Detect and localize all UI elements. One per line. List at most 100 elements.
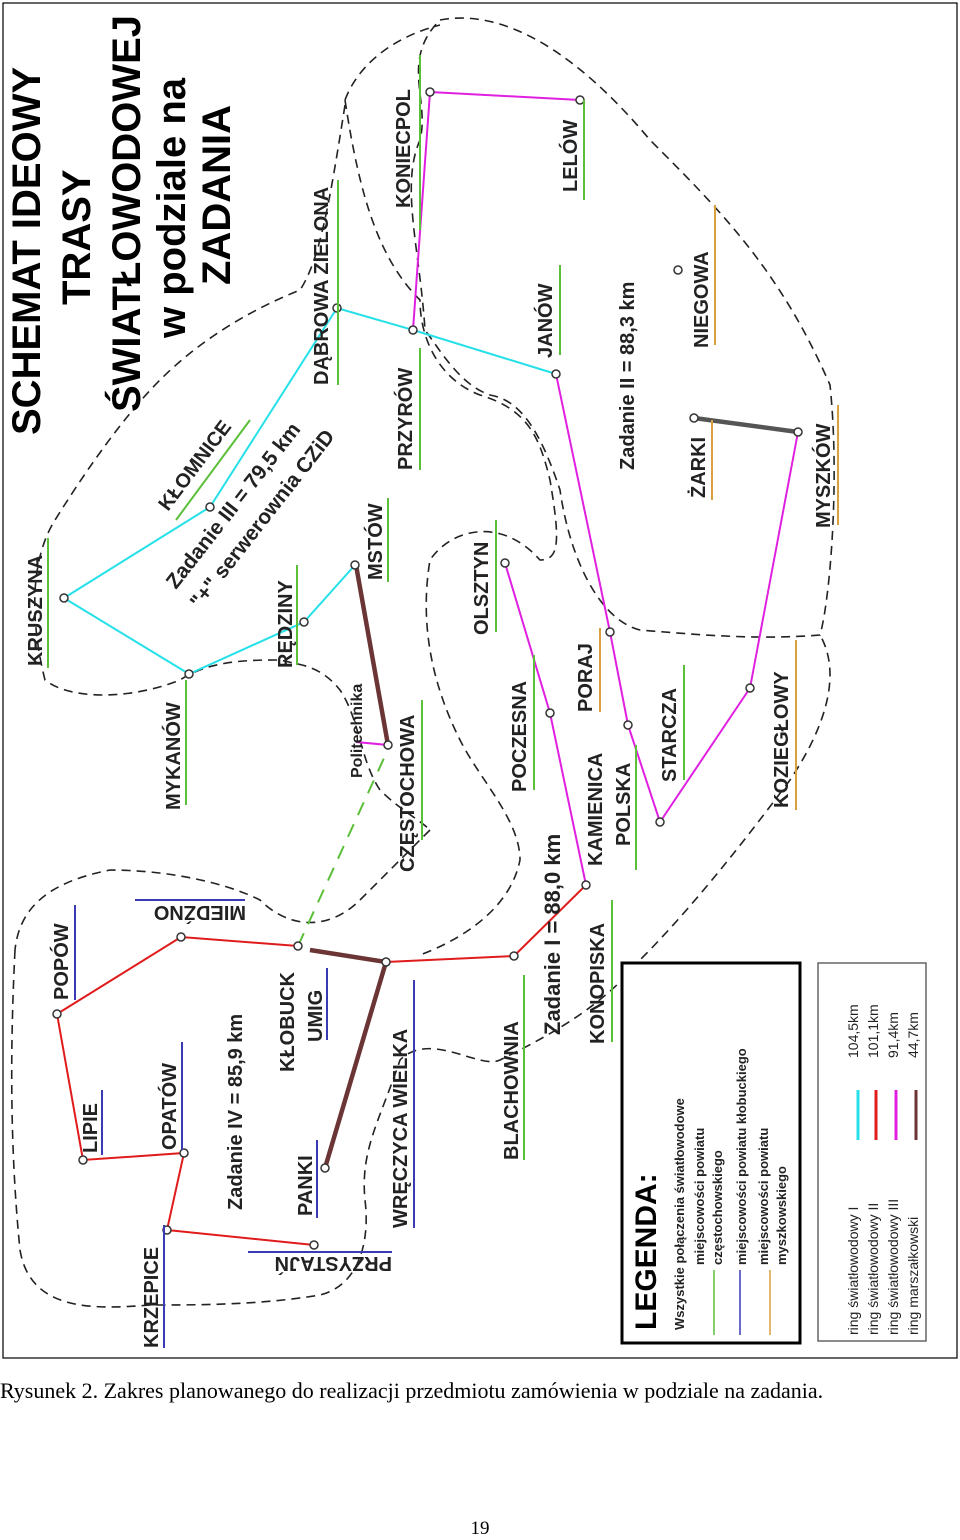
ring-4-name: ring marszałkowski — [905, 1217, 921, 1335]
label-poczesna: POCZESNA — [509, 681, 531, 792]
node-przystajn — [309, 1240, 319, 1250]
label-panki: PANKI — [295, 1155, 317, 1216]
label-umig: UMIG — [305, 990, 327, 1042]
task-zone-boundaries — [10, 17, 835, 1308]
node-lelow — [575, 95, 585, 105]
node-klomnice — [205, 502, 215, 512]
label-kruszyna: KRUSZYNA — [25, 555, 47, 666]
ring-3-line-b — [412, 91, 431, 331]
rings-legend-box: ring światłowodowy I ring światłowodowy … — [817, 962, 927, 1342]
node-czestochowa — [383, 740, 393, 750]
ring-3-line-f — [355, 741, 389, 746]
label-przystajn: PRZYSTAJŃ — [275, 1252, 392, 1275]
ring-3-length: 91,4km — [885, 1012, 901, 1058]
legend-item-klobucki: miejscowości powiatu kłobuckiego — [734, 1048, 749, 1265]
node-panki — [320, 1163, 330, 1173]
label-mykanow: MYKANÓW — [161, 702, 185, 810]
node-poraj — [605, 627, 615, 637]
node-mstow — [350, 560, 360, 570]
node-mykanow — [184, 669, 194, 679]
label-wreczyca: WRĘCZYCA WIELKA — [390, 1029, 412, 1228]
label-redziny: RĘDZINY — [275, 580, 297, 668]
label-przyrow: PRZYRÓW — [393, 368, 417, 470]
node-janow — [551, 369, 561, 379]
node-poczesna — [545, 708, 555, 718]
ring-2-length: 101,1km — [865, 1004, 881, 1058]
title-line-4: w podziale na — [150, 77, 194, 339]
label-miedzno: MIEDŹNO — [154, 901, 246, 924]
zone-task-1-3 — [344, 24, 558, 956]
node-zarki — [689, 413, 699, 423]
label-koziegłowy: KOZIEGŁOWY — [771, 671, 793, 808]
ring-1-name: ring światłowodowy I — [845, 1207, 861, 1335]
ring-2-name: ring światłowodowy II — [865, 1203, 881, 1335]
ring-1-length: 104,5km — [845, 1004, 861, 1058]
ring-4-length: 44,7km — [905, 1012, 921, 1058]
county-underlines — [47, 55, 839, 1348]
node-przyrow — [408, 325, 418, 335]
node-olsztyn — [500, 558, 510, 568]
title-line-1: SCHEMAT IDEOWY — [5, 67, 49, 435]
zone-task-3-left — [33, 104, 431, 831]
legend-title: LEGENDA: — [630, 1173, 663, 1330]
label-myszkow: MYSZKÓW — [811, 423, 835, 528]
legend-item-all: Wszystkie połączenia światłowodowe — [672, 1098, 687, 1330]
label-niegowa: NIEGOWA — [691, 251, 713, 348]
legend-item-czestochowski-1: miejscowości powiatu — [692, 1128, 707, 1265]
node-myszkow — [793, 427, 803, 437]
node-starcza — [623, 720, 633, 730]
rings-legend-frame — [817, 962, 927, 1342]
ring-3-name: ring światłowodowy III — [885, 1199, 901, 1335]
nodes — [52, 87, 803, 1250]
node-redziny — [299, 617, 309, 627]
label-blachownia: BLACHOWNIA — [501, 1021, 523, 1160]
label-czestochowa: CZĘSTOCHOWA — [397, 715, 419, 872]
label-popow: POPÓW — [49, 923, 73, 1000]
diagram-title: SCHEMAT IDEOWY TRASY ŚWIATŁOWODOWEJ w po… — [5, 15, 239, 435]
node-opatow — [179, 1148, 189, 1158]
title-line-5: ZADANIA — [195, 105, 239, 285]
label-lipie: LIPIE — [80, 1103, 102, 1153]
label-kamienica-2: POLSKA — [613, 763, 635, 846]
node-koziegłowy — [745, 683, 755, 693]
node-popow — [52, 1009, 62, 1019]
node-niegowa — [673, 265, 683, 275]
label-zarki: ŻARKI — [687, 437, 710, 498]
label-politechnika: Politechnika — [349, 684, 366, 778]
label-klobuck: KŁOBUCK — [277, 971, 299, 1072]
label-koniecpol: KONIECPOL — [393, 89, 415, 208]
node-klobuck — [293, 941, 303, 951]
task-1-label: Zadanie I = 88,0 km — [540, 834, 565, 1035]
node-lipie — [78, 1155, 88, 1165]
legend-item-czestochowski-2: częstochowskiego — [710, 1150, 725, 1265]
label-opatow: OPATÓW — [157, 1063, 181, 1150]
legend-item-myszkowski-2: myszkowskiego — [774, 1166, 789, 1265]
label-krzepice: KRZEPICE — [141, 1247, 163, 1348]
node-wreczyca — [381, 957, 391, 967]
ring-3-line — [429, 91, 581, 101]
fiber-route-diagram: SCHEMAT IDEOWY TRASY ŚWIATŁOWODOWEJ w po… — [2, 2, 958, 1359]
ring-3-line-d — [749, 431, 799, 689]
ring-marshal-line-b — [309, 947, 387, 965]
task-2-label: Zadanie II = 88,3 km — [617, 282, 639, 470]
label-konopiska: KONOPISKA — [587, 923, 609, 1044]
zone-task-3 — [410, 17, 835, 638]
ring-marshal-line-c — [322, 961, 389, 1169]
label-starcza: STARCZA — [659, 688, 681, 782]
underline-klomnice — [175, 419, 251, 521]
node-konopiska — [581, 880, 591, 890]
figure-caption: Rysunek 2. Zakres planowanego do realiza… — [0, 1378, 824, 1403]
node-kruszyna — [59, 593, 69, 603]
task-4-label: Zadanie IV = 85,9 km — [225, 1014, 247, 1210]
label-lelow: LELÓW — [558, 120, 582, 192]
label-mstow: MSTÓW — [363, 503, 387, 580]
ring-1-line-b — [63, 564, 356, 676]
node-blachownia — [509, 951, 519, 961]
legend-box: LEGENDA: Wszystkie połączenia światłowod… — [620, 961, 802, 1345]
label-kamienica-1: KAMIENICA — [585, 753, 607, 866]
ring-marshal-line — [353, 564, 391, 746]
label-janow: JANÓW — [533, 283, 557, 358]
label-dabrowa: DĄBROWA ZIELONA — [311, 187, 333, 385]
label-olsztyn: OLSZTYN — [471, 542, 493, 635]
title-line-2: TRASY — [55, 169, 99, 305]
